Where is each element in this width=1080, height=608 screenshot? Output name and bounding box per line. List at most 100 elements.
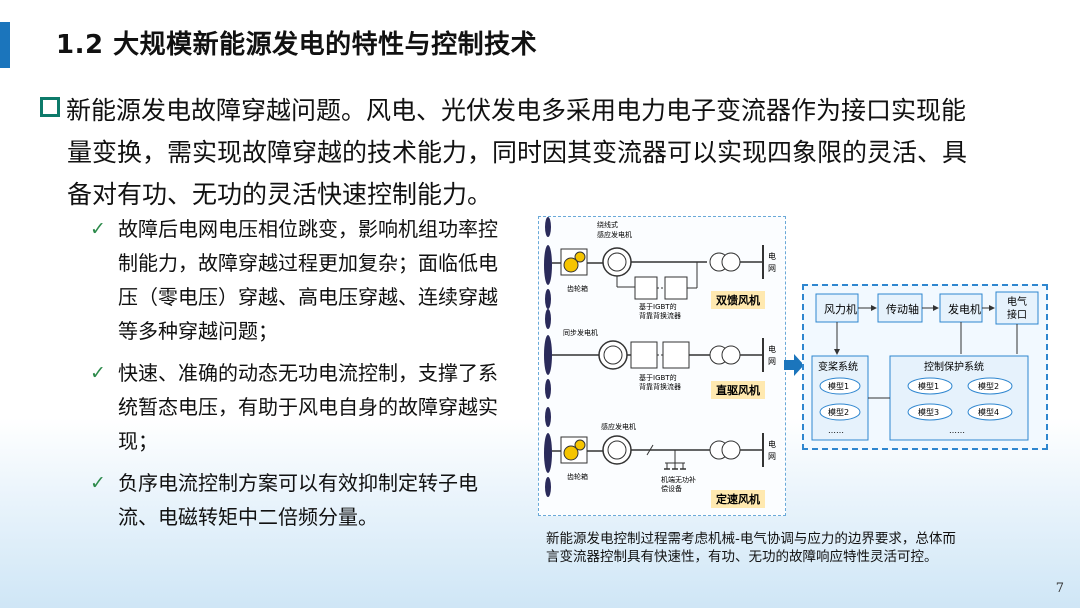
pitch-model-1-label: 模型1: [828, 381, 849, 391]
diagram-caption: 新能源发电控制过程需考虑机械-电气协调与应力的边界要求，总体而 言变流器控制具有…: [546, 530, 1046, 566]
blade-icon: [544, 335, 552, 375]
drive-shaft-label: 传动轴: [886, 302, 919, 316]
generator-label: 发电机: [948, 302, 981, 316]
pitch-model-2: [819, 403, 861, 421]
electrical-interface-label-2: 接口: [1007, 308, 1027, 321]
intro-line-1: 新能源发电故障穿越问题。风电、光伏发电多采用电力电子变流器作为接口实现能: [66, 96, 967, 125]
gearbox1-label: 齿轮箱: [567, 284, 588, 293]
grid3-label-b: 网: [768, 452, 776, 461]
grid3-label: 电: [768, 439, 776, 449]
converter-icon: [634, 276, 658, 300]
square-bullet-icon: [40, 97, 60, 117]
gen2-label: 同步发电机: [563, 328, 598, 337]
type3-label-bg: [711, 490, 765, 508]
type1-label-bg: [711, 291, 765, 309]
caption-line-2: 言变流器控制具有快速性，有功、无功的故障响应特性灵活可控。: [546, 549, 938, 565]
gen1-label: 绕线式: [597, 220, 618, 229]
transformer-icon: [721, 252, 741, 272]
blade-icon: [545, 407, 551, 427]
bullet-text: 快速、准确的动态无功电流控制，支撑了系统暂态电压，有助于风电自身的故障穿越实现；: [118, 361, 498, 453]
prot-model-3: [907, 403, 953, 421]
bullet-text: 故障后电网电压相位跳变，影响机组功率控制能力，故障穿越过程更加复杂；面临低电压（…: [118, 217, 498, 343]
transformer-icon: [721, 345, 741, 365]
intro-paragraph: 新能源发电故障穿越问题。风电、光伏发电多采用电力电子变流器作为接口实现能 量变换…: [40, 90, 1050, 216]
type2-label-bg: [711, 381, 765, 399]
intro-line-2: 量变换，需实现故障穿越的技术能力，同时因其变流器可以实现四象限的灵活、具: [67, 138, 968, 167]
arrow-right-icon: [784, 354, 804, 376]
intro-line-3: 备对有功、无功的灵活快速控制能力。: [67, 180, 493, 209]
prot-model-4: [967, 403, 1013, 421]
prot-model-1: [907, 377, 953, 395]
fixed-speed-row: 感应发电机 齿轮箱 机端无功补 偿设备 定速风机 电 网: [544, 407, 776, 508]
gear-icon: [574, 439, 586, 451]
control-framework-svg: 风力机 传动轴 发电机 电气 接口 变桨系统 模型1 模型2 …… 控制保护系统…: [811, 291, 1039, 441]
grid2-label: 电: [768, 344, 776, 354]
generator-icon: [598, 340, 628, 370]
gear-icon: [574, 251, 586, 263]
bullet-text: 负序电流控制方案可以有效抑制定转子电流、电磁转矩中二倍频分量。: [118, 471, 478, 529]
prot-model-1-label: 模型1: [918, 381, 939, 391]
comp-label-2: 偿设备: [661, 484, 682, 493]
blade-icon: [544, 245, 552, 285]
type3-label: 定速风机: [716, 492, 760, 506]
type2-label: 直驱风机: [716, 383, 760, 397]
prot-model-2: [967, 377, 1013, 395]
pmsg-row: 同步发电机 基于IGBT的 背靠背换流器 直驱风机 电 网: [544, 309, 776, 399]
bullet-item: ✓ 快速、准确的动态无功电流控制，支撑了系统暂态电压，有助于风电自身的故障穿越实…: [90, 356, 500, 458]
prot-model-2-label: 模型2: [978, 381, 999, 391]
turbine-topology-diagram: 绕线式 感应发电机 齿轮箱 基于IGBT的 背靠背换流器 双馈风机 电 网: [538, 216, 786, 516]
pitch-system-title: 变桨系统: [818, 360, 858, 373]
transformer-icon: [721, 440, 741, 460]
grid2-label-b: 网: [768, 357, 776, 366]
conv2-label-2: 背靠背换流器: [639, 382, 681, 391]
wind-turbine-label: 风力机: [824, 302, 857, 316]
type1-label: 双馈风机: [716, 293, 760, 307]
dfig-row: 绕线式 感应发电机 齿轮箱 基于IGBT的 背靠背换流器 双馈风机 电 网: [544, 217, 776, 320]
converter-icon: [664, 276, 688, 300]
check-icon: ✓: [90, 362, 106, 384]
wind-turbine-box: [815, 293, 859, 323]
pitch-model-1: [819, 377, 861, 395]
bullet-list: ✓ 故障后电网电压相位跳变，影响机组功率控制能力，故障穿越过程更加复杂；面临低电…: [90, 212, 500, 542]
title-accent-bar: [0, 22, 10, 68]
grid1-label: 电: [768, 251, 776, 261]
turbine-topology-svg: 绕线式 感应发电机 齿轮箱 基于IGBT的 背靠背换流器 双馈风机 电 网: [544, 217, 776, 508]
gen3-label: 感应发电机: [601, 422, 636, 431]
prot-model-4-label: 模型4: [978, 407, 999, 417]
control-protection-title: 控制保护系统: [924, 360, 984, 373]
pitch-model-2-label: 模型2: [828, 407, 849, 417]
electrical-interface-label-1: 电气: [1007, 295, 1027, 308]
generator-icon: [602, 435, 632, 465]
caption-line-1: 新能源发电控制过程需考虑机械-电气协调与应力的边界要求，总体而: [546, 531, 956, 547]
page-number: 7: [1055, 581, 1064, 596]
conv1-label-2: 背靠背换流器: [639, 311, 681, 320]
check-icon: ✓: [90, 472, 106, 494]
converter-icon: [630, 341, 658, 369]
blade-icon: [545, 477, 551, 497]
comp-label: 机端无功补: [661, 475, 696, 484]
gearbox3-label: 齿轮箱: [567, 472, 588, 481]
conv2-label: 基于IGBT的: [639, 373, 677, 382]
gen1-label-2: 感应发电机: [597, 230, 632, 239]
slide-title: 1.2 大规模新能源发电的特性与控制技术: [56, 30, 538, 60]
bullet-item: ✓ 故障后电网电压相位跳变，影响机组功率控制能力，故障穿越过程更加复杂；面临低电…: [90, 212, 500, 348]
prot-more: ……: [949, 426, 965, 435]
pitch-more: ……: [828, 426, 844, 435]
electrical-interface-box: [995, 291, 1039, 325]
gear-icon: [563, 257, 579, 273]
control-protection-box: [889, 355, 1029, 441]
blade-icon: [545, 289, 551, 309]
blade-icon: [544, 433, 552, 473]
blade-icon: [545, 217, 551, 237]
drive-shaft-box: [877, 293, 923, 323]
bullet-item: ✓ 负序电流控制方案可以有效抑制定转子电流、电磁转矩中二倍频分量。: [90, 466, 500, 534]
blade-icon: [545, 379, 551, 399]
generator-icon: [602, 247, 632, 277]
check-icon: ✓: [90, 218, 106, 240]
blade-icon: [545, 309, 551, 329]
control-framework-diagram: 风力机 传动轴 发电机 电气 接口 变桨系统 模型1 模型2 …… 控制保护系统…: [802, 284, 1048, 450]
prot-model-3-label: 模型3: [918, 407, 939, 417]
gear-icon: [563, 445, 579, 461]
conv1-label: 基于IGBT的: [639, 302, 677, 311]
grid1-label-b: 网: [768, 264, 776, 273]
